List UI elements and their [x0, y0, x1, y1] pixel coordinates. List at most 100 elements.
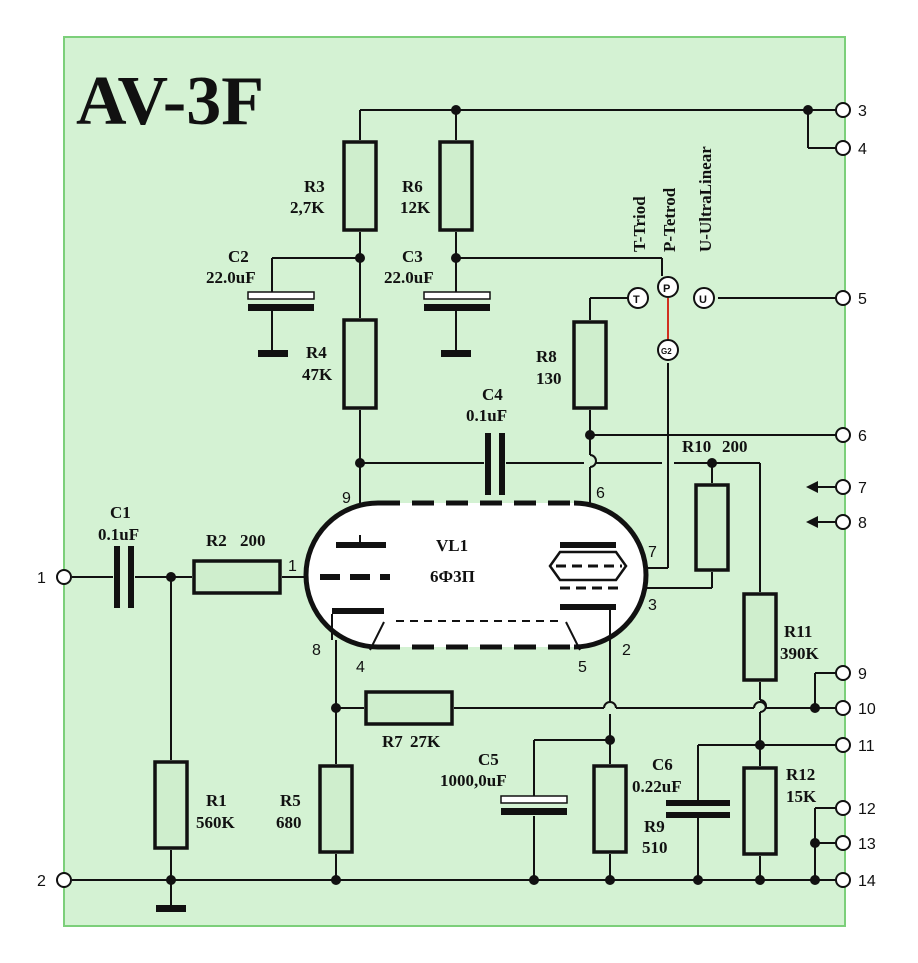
r10-value: 200: [722, 437, 748, 456]
legend-tetrode: P-Tetrod: [660, 187, 679, 252]
pin-5: 5: [578, 659, 587, 676]
terminal-6-label: 6: [858, 428, 867, 445]
r7-body: [364, 690, 454, 726]
r12-name: R12: [786, 765, 815, 784]
c2-name: C2: [228, 247, 249, 266]
pin-9: 9: [342, 490, 351, 507]
pin-3: 3: [648, 597, 657, 614]
c4-plate-right: [499, 433, 505, 495]
c1-name: C1: [110, 503, 131, 522]
c4-value: 0.1uF: [466, 406, 507, 425]
r4-value: 47K: [302, 365, 333, 384]
terminal-10-label: 10: [858, 701, 876, 718]
c1-plate-right: [128, 546, 134, 608]
terminal-5: [835, 290, 851, 306]
c4-name: C4: [482, 385, 503, 404]
terminal-2-label: 2: [37, 873, 46, 890]
terminal-9: [835, 665, 851, 681]
c3-plate-bottom: [424, 304, 490, 311]
r9-body: [592, 764, 628, 854]
terminal-3: [835, 102, 851, 118]
r9-name: R9: [644, 817, 665, 836]
pin-2: 2: [622, 642, 631, 659]
r5-body: [318, 764, 354, 854]
r9-value: 510: [642, 838, 668, 857]
terminal-12-label: 12: [858, 801, 876, 818]
terminal-1: [56, 569, 72, 585]
c4-plate-left: [485, 433, 491, 495]
r11-value: 390K: [780, 644, 820, 663]
terminal-8-label: 8: [858, 515, 867, 532]
r8-name: R8: [536, 347, 557, 366]
component-labels: R3 2,7K R6 12K C2 22.0uF C3 22.0uF R4 47…: [98, 177, 820, 857]
r12-body: [742, 766, 778, 856]
r10-body: [694, 483, 730, 572]
terminal-2: [56, 872, 72, 888]
r11-body: [742, 592, 778, 682]
c6-name: C6: [652, 755, 673, 774]
ground-icon: [441, 350, 471, 357]
switch-contact-u: [693, 287, 715, 309]
switch-contact-g2: [657, 339, 679, 361]
c2-plate-bottom: [248, 304, 314, 311]
pin-4: 4: [356, 659, 365, 676]
r2-name: R2: [206, 531, 227, 550]
terminal-14: [835, 872, 851, 888]
ground-icon: [258, 350, 288, 357]
r6-name: R6: [402, 177, 423, 196]
c5-plate-bottom: [501, 808, 567, 815]
board-title: AV-3F: [76, 63, 264, 140]
terminal-12: [835, 800, 851, 816]
terminal-14-label: 14: [858, 873, 876, 890]
ground-symbols: [156, 350, 471, 912]
r3-name: R3: [304, 177, 325, 196]
switch-t-label: T: [633, 294, 640, 306]
c2-plate-top: [247, 291, 315, 300]
terminal-4: [835, 140, 851, 156]
c6-plate-bottom: [666, 812, 730, 818]
r2-body: [192, 559, 282, 595]
r1-value: 560K: [196, 813, 236, 832]
c6-plate-top: [666, 800, 730, 806]
c5-plate-top: [500, 795, 568, 804]
c3-value: 22.0uF: [384, 268, 434, 287]
terminal-11: [835, 737, 851, 753]
r12-value: 15K: [786, 787, 817, 806]
capacitors: [114, 291, 730, 818]
c2-value: 22.0uF: [206, 268, 256, 287]
terminal-13-label: 13: [858, 836, 876, 853]
r8-value: 130: [536, 369, 562, 388]
terminal-7-label: 7: [858, 480, 867, 497]
r7-value: 27K: [410, 732, 441, 751]
tube-envelope: [306, 503, 646, 647]
c6-value: 0.22uF: [632, 777, 682, 796]
r6-value: 12K: [400, 198, 431, 217]
r7-name: R7: [382, 732, 403, 751]
r11-name: R11: [784, 622, 812, 641]
r1-body: [153, 760, 189, 850]
ground-icon: [156, 905, 186, 912]
terminal-11-label: 11: [858, 738, 875, 755]
legend-triode: T-Triod: [630, 196, 649, 252]
r10-name: R10: [682, 437, 711, 456]
terminal-9-label: 9: [858, 666, 867, 683]
terminal-7: [835, 479, 851, 495]
switch-g2-label: G2: [661, 347, 672, 356]
c3-name: C3: [402, 247, 423, 266]
terminal-13: [835, 835, 851, 851]
tube-type: 6Ф3П: [430, 567, 475, 586]
r3-body: [342, 140, 378, 232]
switch-p-label: P: [663, 283, 670, 295]
switch-contact-p: [657, 276, 679, 298]
pin-8: 8: [312, 642, 321, 659]
r1-name: R1: [206, 791, 227, 810]
terminal-6: [835, 427, 851, 443]
r4-name: R4: [306, 343, 327, 362]
tube-vl1: VL1 6Ф3П 9 1 8 4 6 7 3 5 2: [288, 485, 657, 676]
c5-value: 1000,0uF: [440, 771, 507, 790]
legend-ultralinear: U-UltraLinear: [696, 146, 715, 252]
r5-name: R5: [280, 791, 301, 810]
tube-name: VL1: [436, 536, 468, 555]
mode-switch: T P U G2: [627, 276, 715, 361]
